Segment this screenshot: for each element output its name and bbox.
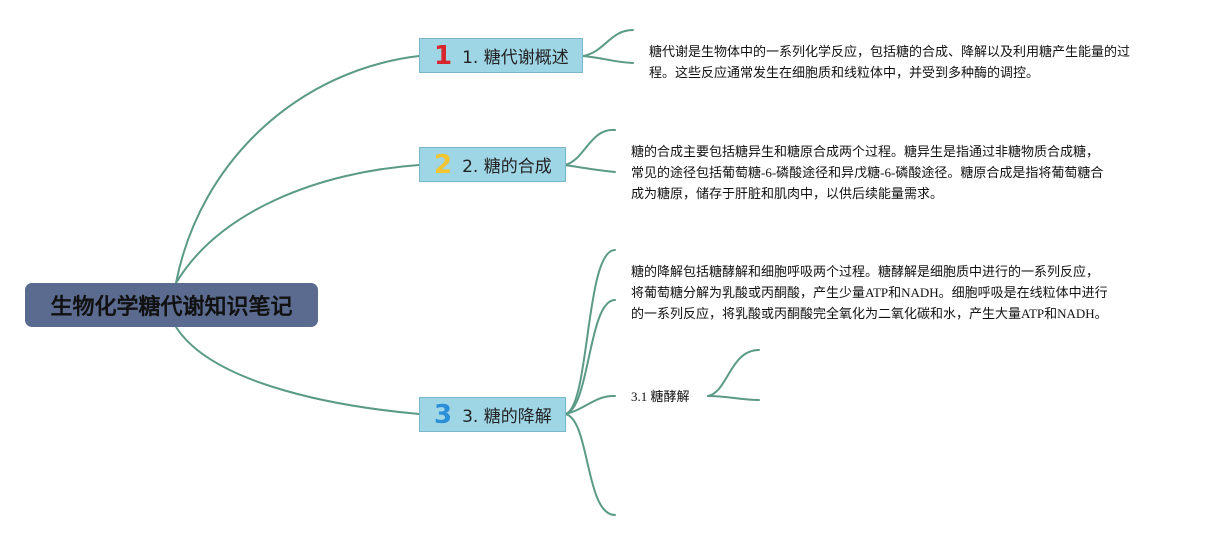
topic-label: 1. 糖代谢概述 xyxy=(462,48,569,68)
topic-synthesis[interactable]: 2 2. 糖的合成 xyxy=(419,147,566,182)
topic-overview-text: 糖代谢是生物体中的一系列化学反应，包括糖的合成、降解以及利用糖产生能量的过程。这… xyxy=(649,44,1131,80)
number-2-icon: 2 xyxy=(434,149,453,180)
topic-label: 2. 糖的合成 xyxy=(462,157,552,177)
root-title: 生物化学糖代谢知识笔记 xyxy=(50,295,293,320)
subtopic-glycolysis[interactable]: 3.1 糖酵解 xyxy=(631,389,690,404)
topic-degradation[interactable]: 3 3. 糖的降解 xyxy=(419,397,566,432)
topic-degradation-text: 糖的降解包括糖酵解和细胞呼吸两个过程。糖酵解是细胞质中进行的一系列反应，将葡萄糖… xyxy=(631,264,1108,321)
root-topic[interactable]: 生物化学糖代谢知识笔记 xyxy=(25,283,318,327)
topic-overview[interactable]: 1 1. 糖代谢概述 xyxy=(419,38,583,73)
topic-label: 3. 糖的降解 xyxy=(462,407,552,427)
number-1-icon: 1 xyxy=(434,40,453,71)
number-3-icon: 3 xyxy=(434,399,453,430)
topic-synthesis-text: 糖的合成主要包括糖异生和糖原合成两个过程。糖异生是指通过非糖物质合成糖，常见的途… xyxy=(631,144,1104,201)
